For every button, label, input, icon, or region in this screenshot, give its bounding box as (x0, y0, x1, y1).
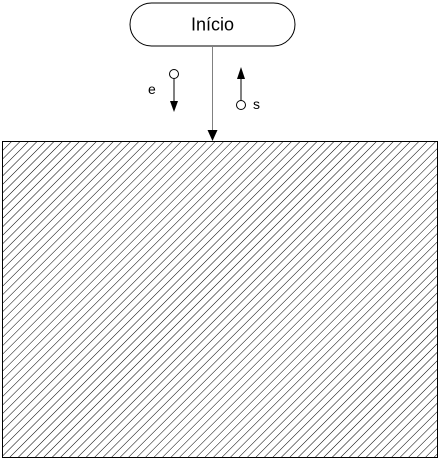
input-flow-label: e (148, 81, 156, 97)
output-flow-arrowhead (237, 67, 245, 79)
connector-arrowhead (207, 130, 218, 141)
input-flow-arrowhead (170, 101, 178, 112)
input-flow: e (148, 69, 179, 112)
output-flow-label: s (253, 96, 260, 112)
input-flow-circle (169, 69, 179, 79)
start-terminator[interactable]: Início (129, 2, 296, 47)
flow-connector (207, 46, 218, 141)
output-flow: s (236, 67, 260, 112)
start-terminator-label: Início (191, 15, 234, 35)
hatched-module-fill (2, 141, 438, 458)
output-flow-circle (236, 100, 246, 110)
hatched-module-block[interactable] (2, 141, 438, 458)
